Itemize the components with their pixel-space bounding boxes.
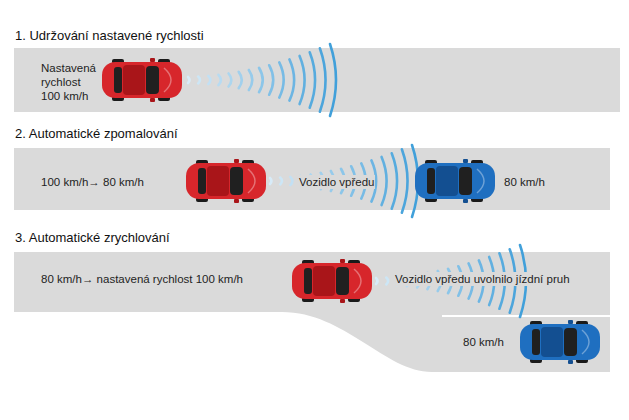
hood-highlight — [477, 169, 484, 193]
windshield — [230, 167, 243, 195]
car — [292, 259, 372, 303]
mirror — [234, 159, 239, 163]
hood-highlight — [248, 169, 255, 193]
mirror — [463, 159, 468, 163]
scenario-band: 2. Automatické zpomalování 100 km/h→ 80 k… — [14, 122, 610, 212]
car-body — [186, 163, 266, 199]
wave-arc — [386, 278, 388, 285]
rear-window — [304, 268, 312, 294]
hood-highlight — [164, 68, 171, 92]
windshield — [564, 328, 577, 356]
car — [415, 159, 495, 203]
wave-arc — [280, 178, 282, 185]
road-label: Nastavená rychlost 100 km/h — [40, 61, 100, 103]
cars — [102, 58, 600, 364]
car-body — [520, 324, 600, 360]
scenario-band: 1. Udržování nastavené rychlostiNastaven… — [14, 24, 620, 114]
mirror — [568, 320, 573, 324]
wave-arc — [310, 52, 315, 107]
car-body — [415, 163, 495, 199]
wave-arc — [249, 70, 252, 90]
scenario-heading: 1. Udržování nastavené rychlosti — [14, 28, 205, 44]
wave-arc — [188, 77, 190, 83]
road-label: Vozidlo vpředu uvolnilo jízdní pruh — [394, 272, 571, 286]
roof — [123, 65, 145, 95]
wave-arc — [320, 48, 326, 111]
mirror — [150, 98, 155, 102]
wave-arc — [300, 56, 305, 104]
wave-arc — [382, 157, 387, 205]
scenario-band: 3. Automatické zrychlování 80 km/h→ nasta… — [14, 226, 610, 374]
wave-arc — [208, 76, 210, 84]
wave-arc — [289, 59, 294, 100]
road-band — [14, 148, 610, 210]
mirror — [150, 58, 155, 62]
road-label: Vozidlo vpředu — [298, 175, 375, 189]
hood-highlight — [582, 330, 589, 354]
windshield — [459, 167, 472, 195]
road-band — [14, 48, 620, 112]
wave-arc — [239, 72, 242, 88]
car — [520, 320, 600, 364]
roof — [436, 166, 458, 196]
roof — [541, 327, 563, 357]
car-body — [292, 263, 372, 299]
windshield — [146, 66, 159, 94]
roof — [207, 166, 229, 196]
mirror — [340, 259, 345, 263]
wave-arc — [198, 77, 200, 84]
lane-line — [442, 315, 610, 317]
scenario-heading: 2. Automatické zpomalování — [14, 126, 179, 142]
wave-arc — [229, 73, 232, 86]
car — [186, 159, 266, 203]
road-label: 80 km/h→ nastavená rychlost 100 km/h — [40, 272, 244, 286]
wave-arc — [392, 153, 397, 208]
car-body — [102, 62, 182, 98]
wave-arc — [402, 149, 408, 212]
roof — [313, 266, 335, 296]
road-label: 100 km/h→ 80 km/h — [40, 175, 145, 189]
rear-window — [427, 168, 435, 194]
rear-window — [198, 168, 206, 194]
mirror — [234, 199, 239, 203]
wave-arc — [376, 278, 378, 284]
rear-window — [532, 329, 540, 355]
road-label: 80 km/h — [462, 335, 505, 349]
road-label: 80 km/h — [503, 175, 546, 189]
wave-arc — [270, 178, 272, 184]
hood-highlight — [354, 269, 361, 293]
wave-arc — [218, 75, 220, 85]
mirror — [340, 299, 345, 303]
wave-arc — [290, 177, 292, 185]
wave-arc — [279, 62, 283, 97]
mirror — [463, 199, 468, 203]
scenario-heading: 3. Automatické zrychlování — [14, 230, 171, 246]
windshield — [336, 267, 349, 295]
wave-arc — [269, 65, 273, 95]
wave-arc — [259, 68, 263, 93]
wave-arc — [330, 44, 336, 116]
car — [102, 58, 182, 102]
mirror — [568, 360, 573, 364]
rear-window — [114, 67, 122, 93]
